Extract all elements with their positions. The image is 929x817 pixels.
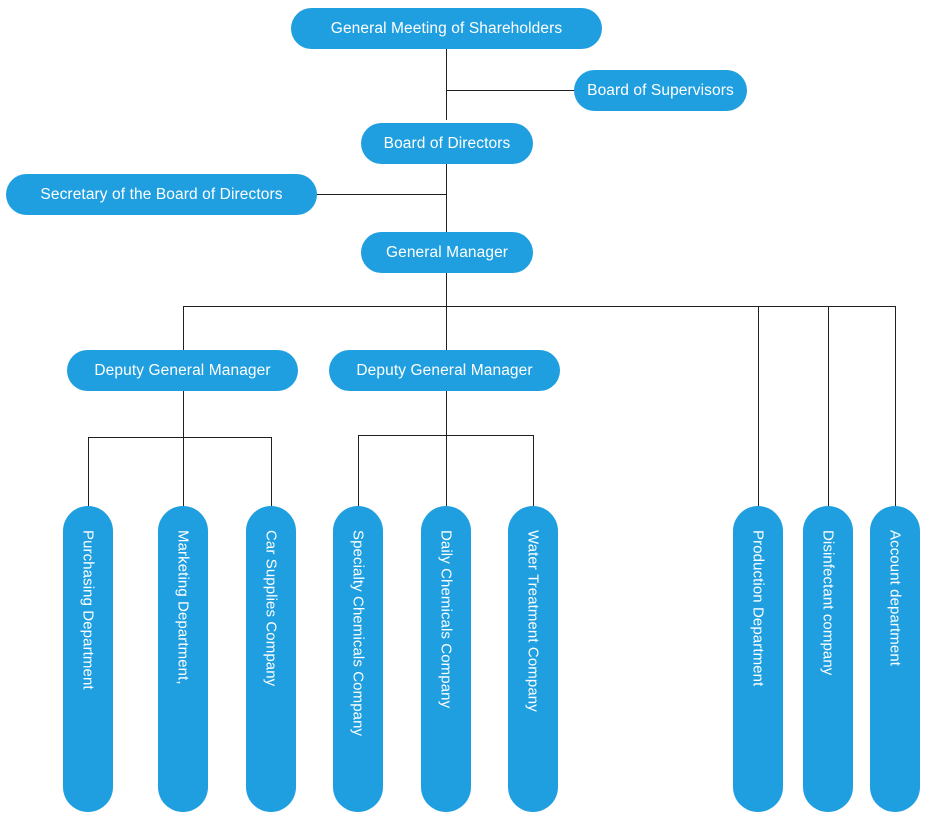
connector-deputy-1-to-purchasing [88,437,89,508]
node-account-department[interactable]: Account department [870,506,920,812]
connector-bus-to-account-department [895,306,896,508]
node-label: Disinfectant company [819,530,837,676]
node-production-department[interactable]: Production Department [733,506,783,812]
node-board-of-supervisors[interactable]: Board of Supervisors [574,70,747,111]
connector-shareholders-down [446,49,447,120]
connector-deputy-1-down [183,390,184,437]
connector-to-board-of-supervisors [446,90,576,91]
node-label: Marketing Department, [174,530,192,685]
node-purchasing-department[interactable]: Purchasing Department [63,506,113,812]
node-general-manager[interactable]: General Manager [361,232,533,273]
connector-deputy-2-down [446,390,447,435]
connector-deputy-1-bus [88,437,272,438]
node-car-supplies-company[interactable]: Car Supplies Company [246,506,296,812]
connector-general-manager-down [446,273,447,307]
node-label: Specialty Chemicals Company [349,530,367,737]
node-label: Water Treatment Company [524,530,542,712]
connector-bus-to-deputy-2 [446,306,447,351]
node-water-treatment-company[interactable]: Water Treatment Company [508,506,558,812]
node-secretary-of-the-board-of-directors[interactable]: Secretary of the Board of Directors [6,174,317,215]
connector-bus-to-production-department [758,306,759,508]
connector-deputy-1-to-marketing [183,437,184,508]
connector-deputy-1-to-car-supplies [271,437,272,508]
connector-bus-to-disinfectant-company [828,306,829,508]
node-deputy-general-manager-1[interactable]: Deputy General Manager [67,350,298,391]
node-deputy-general-manager-2[interactable]: Deputy General Manager [329,350,560,391]
node-label: Purchasing Department [79,530,97,690]
node-disinfectant-company[interactable]: Disinfectant company [803,506,853,812]
node-label: Account department [886,530,904,667]
connector-board-to-general-manager [446,164,447,232]
node-marketing-department[interactable]: Marketing Department, [158,506,208,812]
node-label: Production Department [749,530,767,687]
connector-deputy-2-to-specialty-chemicals [358,435,359,508]
connector-to-secretary [316,194,447,195]
connector-deputy-2-to-daily-chemicals [446,435,447,508]
connector-main-bus [183,306,896,307]
connector-deputy-2-to-water-treatment [533,435,534,508]
node-daily-chemicals-company[interactable]: Daily Chemicals Company [421,506,471,812]
node-specialty-chemicals-company[interactable]: Specialty Chemicals Company [333,506,383,812]
node-label: Car Supplies Company [262,530,280,687]
node-board-of-directors[interactable]: Board of Directors [361,123,533,164]
connector-bus-to-deputy-1 [183,306,184,351]
node-label: Daily Chemicals Company [437,530,455,709]
node-general-meeting-of-shareholders[interactable]: General Meeting of Shareholders [291,8,602,49]
